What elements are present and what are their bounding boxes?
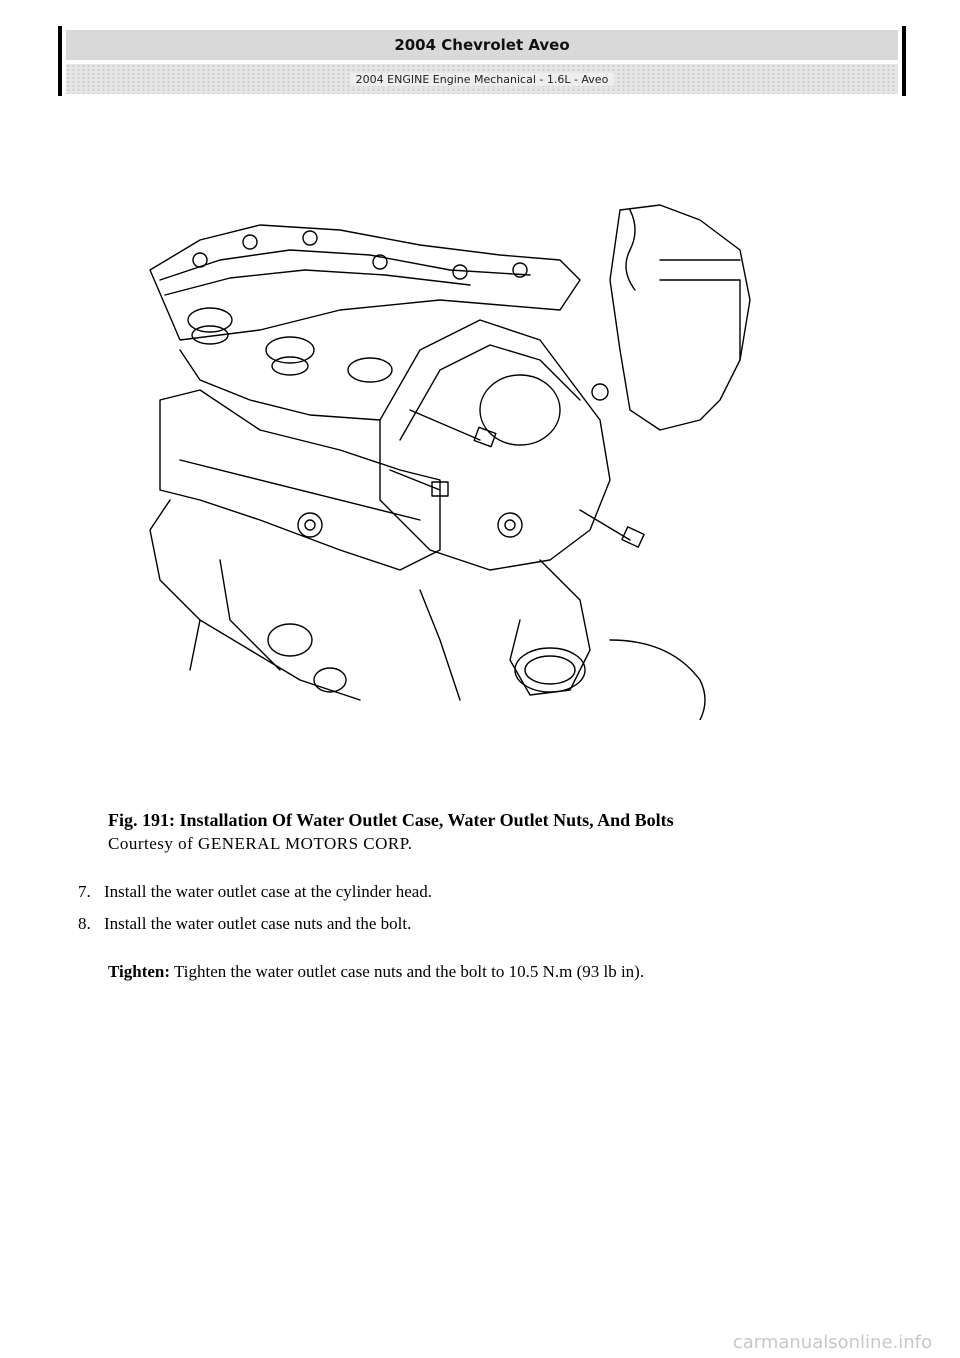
page-header: 2004 Chevrolet Aveo 2004 ENGINE Engine M… bbox=[58, 26, 906, 96]
procedure-step: 7. Install the water outlet case at the c… bbox=[78, 880, 432, 904]
engine-illustration bbox=[149, 204, 751, 720]
procedure-step: 8. Install the water outlet case nuts and… bbox=[78, 912, 411, 936]
water-outlet-case bbox=[379, 319, 611, 571]
header-subtitle: 2004 ENGINE Engine Mechanical - 1.6L - A… bbox=[349, 72, 615, 86]
outlet-pipe bbox=[509, 559, 591, 696]
header-right-rule bbox=[902, 26, 906, 96]
step-text: Install the water outlet case nuts and t… bbox=[104, 914, 412, 933]
torque-note-label: Tighten: bbox=[108, 962, 171, 981]
step-number: 8. bbox=[78, 914, 91, 933]
figure-credit: Courtesy of GENERAL MOTORS CORP. bbox=[108, 834, 413, 853]
header-subtitle-band: 2004 ENGINE Engine Mechanical - 1.6L - A… bbox=[66, 64, 898, 94]
header-title: 2004 Chevrolet Aveo bbox=[66, 30, 898, 60]
torque-note-text: Tighten the water outlet case nuts and t… bbox=[170, 962, 645, 981]
thermostat-housing bbox=[609, 204, 751, 431]
bolt-1 bbox=[409, 409, 481, 441]
header-left-rule bbox=[58, 26, 62, 96]
footer-watermark[interactable]: carmanualsonline.info bbox=[732, 1332, 932, 1353]
step-number: 7. bbox=[78, 882, 91, 901]
cylinder-head-outline bbox=[159, 389, 441, 571]
torque-note: Tighten: Tighten the water outlet case n… bbox=[108, 960, 644, 984]
bolt-3 bbox=[579, 509, 631, 541]
step-text: Install the water outlet case at the cyl… bbox=[104, 882, 433, 901]
figure-caption: Fig. 191: Installation Of Water Outlet C… bbox=[108, 810, 674, 830]
valve-cover-outline bbox=[149, 224, 581, 341]
